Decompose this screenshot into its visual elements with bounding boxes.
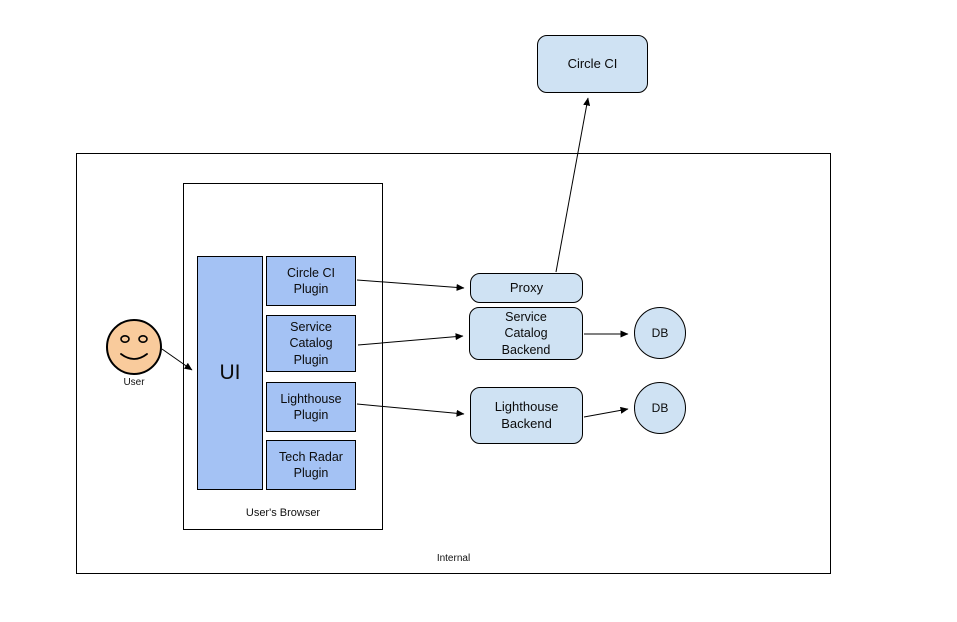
internal-boundary-label: Internal <box>436 553 471 564</box>
user-label: User <box>123 377 145 388</box>
users-browser-label: User's Browser <box>245 507 321 519</box>
tech-radar-plugin-node: Tech Radar Plugin <box>266 440 356 490</box>
user-face-icon <box>106 319 162 375</box>
service-catalog-plugin-node: Service Catalog Plugin <box>266 315 356 372</box>
ui-node: UI <box>197 256 263 490</box>
lighthouse-plugin-node: Lighthouse Plugin <box>266 382 356 432</box>
lighthouse-db-node: DB <box>634 382 686 434</box>
internal-boundary-box: Internal <box>76 153 831 574</box>
service-catalog-backend-node: Service Catalog Backend <box>469 307 583 360</box>
circle-ci-node: Circle CI <box>537 35 648 93</box>
lighthouse-backend-node: Lighthouse Backend <box>470 387 583 444</box>
circle-ci-plugin-node: Circle CI Plugin <box>266 256 356 306</box>
service-catalog-db-node: DB <box>634 307 686 359</box>
proxy-node: Proxy <box>470 273 583 303</box>
